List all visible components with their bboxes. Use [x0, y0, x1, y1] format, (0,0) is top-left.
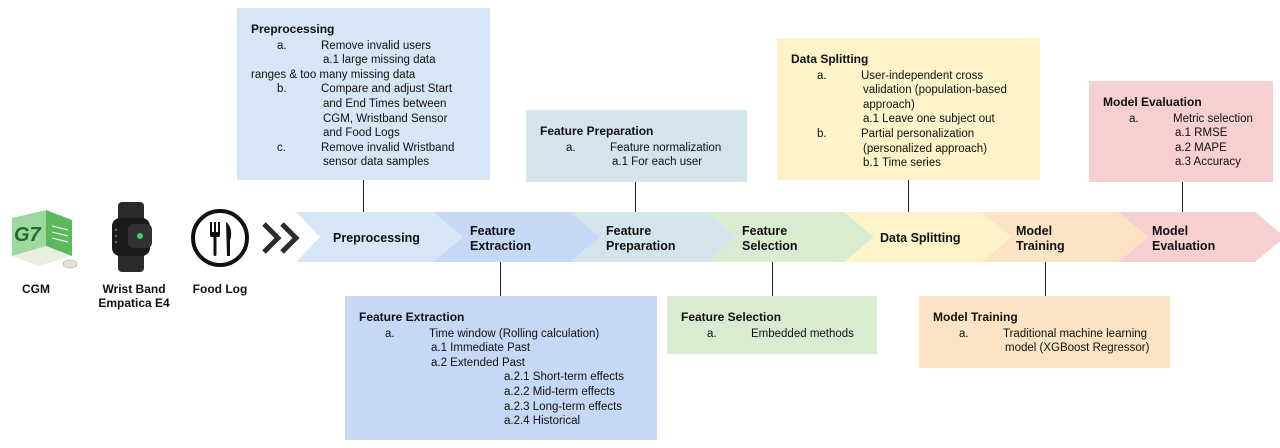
pipeline-label-feature-selection: Feature Selection [742, 224, 798, 253]
pipeline-label-feature-preparation: Feature Preparation [606, 224, 676, 253]
subsubstep-text: a.2.2 Mid-term effects [504, 385, 615, 398]
feature-selection-box-title: Feature Selection [681, 310, 782, 324]
step-letter: a. [707, 327, 717, 340]
step-letter: a. [277, 39, 287, 52]
step-text: Embedded methods [751, 327, 854, 340]
step-text: Remove invalid users [321, 39, 431, 52]
substep-text: a.2 Extended Past [431, 356, 525, 369]
step-text-line: approach) [863, 98, 915, 111]
pipeline-segment [1118, 212, 1280, 262]
step-text: Compare and adjust Start [321, 83, 453, 96]
step-text-line: model (XGBoost Regressor) [1005, 342, 1150, 355]
connector-preprocessing [363, 180, 364, 212]
step-text: Traditional machine learning [1003, 327, 1148, 340]
step-text-line: sensor data samples [323, 156, 430, 169]
substep-text: a.3 Accuracy [1175, 156, 1241, 169]
cgm-logo-text: G7 [14, 224, 41, 246]
feature-extraction-box-title: Feature Extraction [359, 310, 465, 324]
connector-feature-selection [772, 262, 773, 296]
step-text-line: (personalized approach) [863, 142, 988, 155]
substep-text: a.1 Leave one subject out [863, 113, 995, 126]
connector-feature-preparation [635, 182, 636, 212]
pipeline-segment [707, 212, 874, 262]
feature-selection-box: Feature Selection a. Embedded methods [667, 296, 877, 354]
step-text: User-independent cross [861, 69, 984, 82]
step-text: Partial personalization [861, 127, 975, 140]
substep-text: a.1 For each user [612, 156, 703, 169]
preprocessing-box: Preprocessing a. Remove invalid users a.1… [237, 8, 490, 180]
step-letter: a. [959, 327, 969, 340]
model-evaluation-box-title: Model Evaluation [1103, 95, 1202, 109]
substep-text-continued: ranges & too many missing data [251, 68, 416, 81]
connector-model-evaluation [1182, 182, 1183, 212]
step-letter: b. [277, 83, 287, 96]
substep-text: a.1 RMSE [1175, 127, 1228, 140]
subsubstep-text: a.2.4 Historical [504, 415, 581, 428]
pipeline-label-model-training: Model Training [1016, 224, 1065, 253]
step-letter: a. [566, 141, 576, 154]
model-evaluation-box: Model Evaluation a. Metric selection a.1 … [1089, 81, 1273, 182]
data-splitting-box: Data Splitting a.User-independent cross … [777, 38, 1040, 180]
pipeline-label-model-evaluation: Model Evaluation [1152, 224, 1216, 253]
pipeline-label-data-splitting: Data Splitting [880, 231, 961, 245]
pipeline-segment [570, 212, 737, 262]
pipeline-label-preprocessing: Preprocessing [333, 231, 420, 245]
subsubstep-text: a.2.3 Long-term effects [504, 400, 623, 413]
substep-text: a.1 large missing data [323, 54, 436, 67]
step-letter: a. [385, 327, 395, 340]
step-text-line: CGM, Wristband Sensor [323, 112, 448, 125]
cgm-sensor-icon: G7 [8, 208, 78, 272]
source-label-cgm: CGM [22, 282, 50, 296]
feature-preparation-box: Feature Preparation a. Feature normalizat… [526, 110, 747, 182]
step-text-line: validation (population-based [863, 84, 1007, 97]
double-chevron-icon [258, 220, 304, 256]
step-text: Remove invalid Wristband [321, 141, 455, 154]
source-label-wristband: Wrist Band Empatica E4 [98, 282, 170, 310]
data-splitting-box-title: Data Splitting [791, 52, 869, 66]
wristband-icon [104, 200, 160, 274]
substep-text: a.1 Immediate Past [431, 342, 531, 355]
source-label-food-log: Food Log [192, 282, 248, 296]
subsubstep-text: a.2.1 Short-term effects [504, 371, 624, 384]
step-letter: a. [817, 69, 827, 82]
step-letter: a. [1129, 112, 1139, 125]
pipeline-segment [433, 212, 600, 262]
substep-text: a.2 MAPE [1175, 141, 1227, 154]
model-training-box: Model Training a. Traditional machine lea… [919, 296, 1170, 368]
step-text: Feature normalization [610, 141, 722, 154]
step-text-line: and End Times between [323, 97, 447, 110]
connector-feature-extraction [500, 262, 501, 296]
feature-preparation-box-title: Feature Preparation [540, 124, 654, 138]
step-letter: c. [277, 141, 286, 154]
pipeline-segment [981, 212, 1148, 262]
step-text-line: and Food Logs [323, 127, 400, 140]
pipeline-segment [296, 212, 463, 262]
model-training-box-title: Model Training [933, 310, 1018, 324]
substep-text: b.1 Time series [863, 157, 941, 170]
connector-data-splitting [908, 180, 909, 212]
pipeline-label-feature-extraction: Feature Extraction [470, 224, 532, 253]
step-text: Metric selection [1173, 112, 1253, 125]
preprocessing-box-title: Preprocessing [251, 22, 335, 36]
step-text: Time window (Rolling calculation) [429, 327, 600, 340]
fork-knife-icon [190, 208, 250, 268]
step-letter: b. [817, 127, 827, 140]
connector-model-training [1045, 262, 1046, 296]
pipeline-segment [844, 212, 1011, 262]
feature-extraction-box: Feature Extraction a. Time window (Rollin… [345, 296, 657, 440]
